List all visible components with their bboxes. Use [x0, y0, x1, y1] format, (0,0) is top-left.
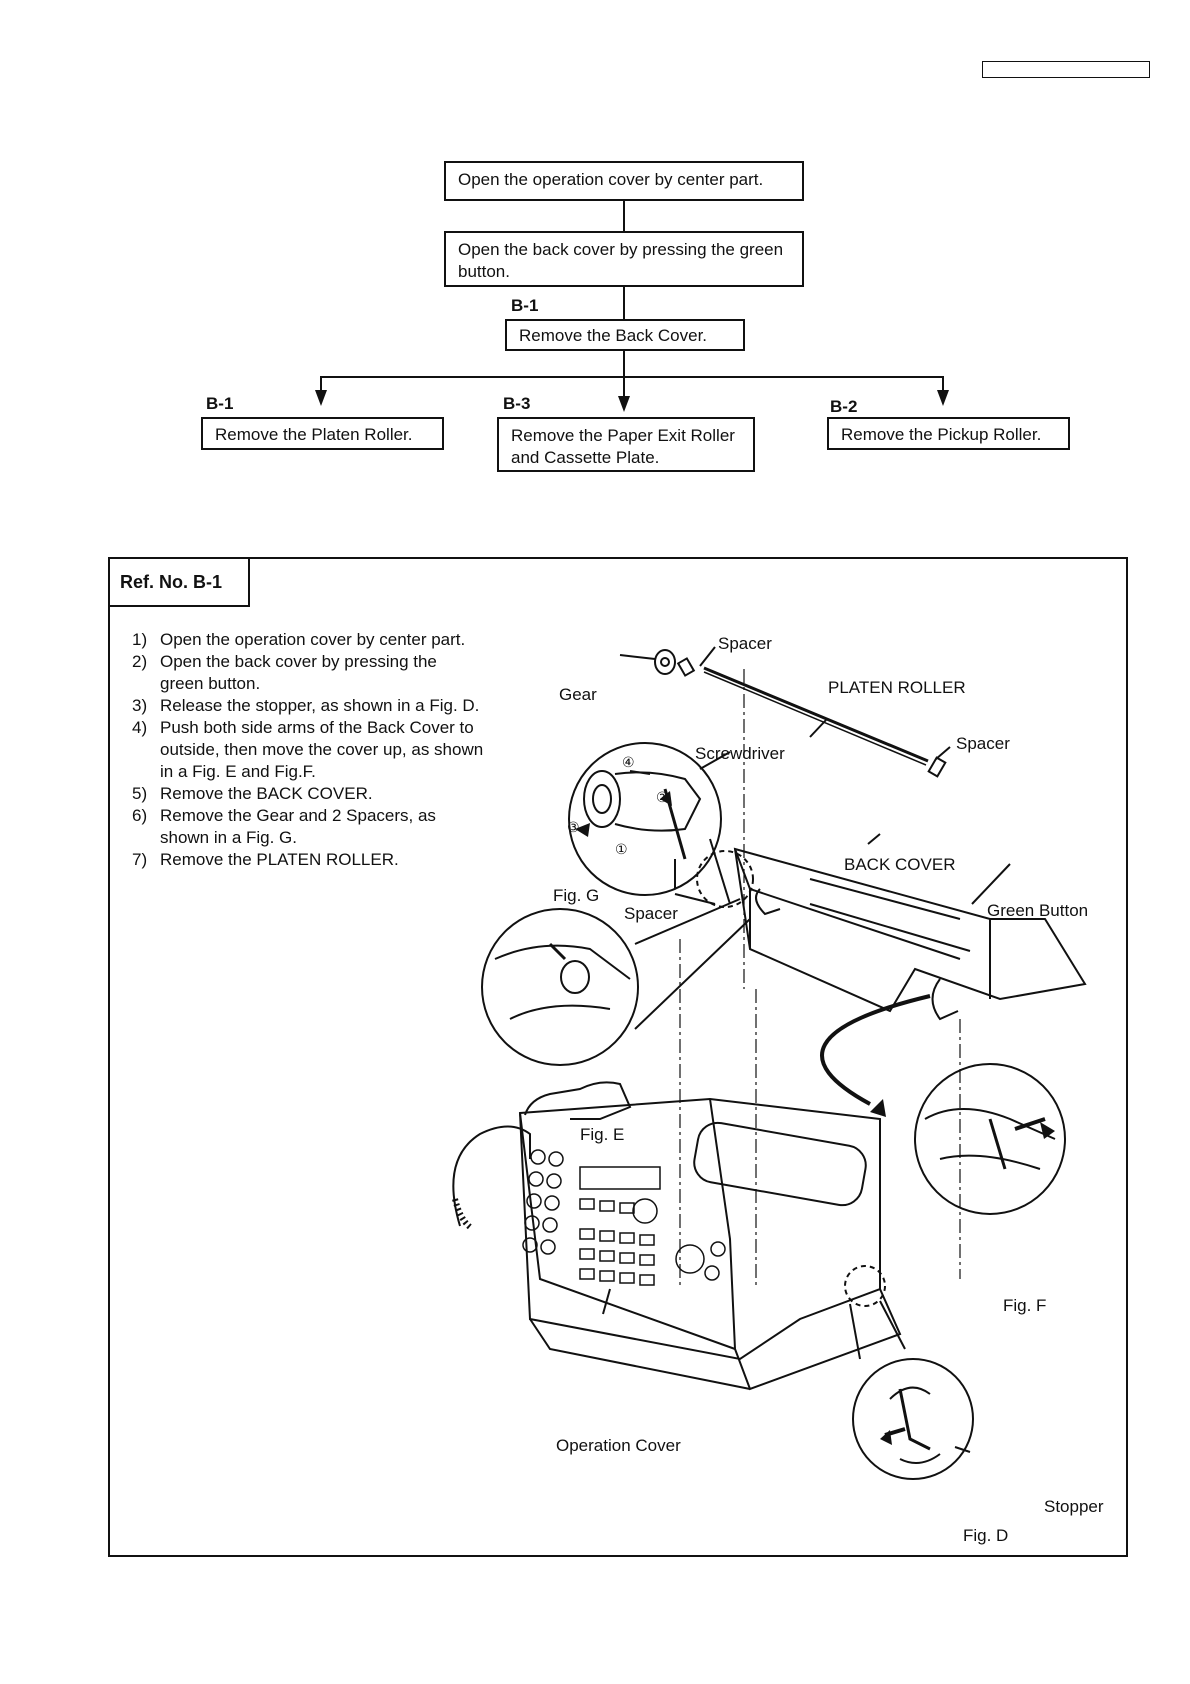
flow-branch-line	[320, 376, 943, 378]
side-arm-left	[755, 888, 781, 916]
label-spacer-right: Spacer	[956, 734, 1010, 753]
flow-ref-center: B-3	[503, 394, 531, 413]
procedure-step: 3)Release the stopper, as shown in a Fig…	[132, 696, 480, 715]
procedure-step: 6)Remove the Gear and 2 Spacers, as show…	[132, 806, 436, 847]
procedure-steps: 1)Open the operation cover by center par…	[132, 629, 540, 871]
label-gear: Gear	[559, 685, 597, 704]
label-spacer-top: Spacer	[718, 634, 772, 653]
label-fig-e: Fig. E	[580, 1125, 625, 1144]
back-cover-shape	[733, 847, 1087, 1013]
label-circ2: ②	[656, 789, 669, 805]
fig-g-detail-circle	[568, 742, 722, 896]
flow-box-platen-roller: Remove the Platen Roller.	[201, 417, 444, 450]
flow-arrow-right	[937, 390, 949, 406]
flow-connector	[623, 287, 625, 319]
label-circ1: ①	[615, 841, 628, 857]
flow-connector	[623, 201, 625, 231]
label-green-button: Green Button	[987, 901, 1089, 920]
flow-ref-b1: B-1	[511, 296, 539, 315]
label-spacer-bottom: Spacer	[624, 904, 678, 923]
label-fig-d: Fig. D	[963, 1526, 1009, 1545]
disassembly-illustration	[452, 646, 1087, 1480]
flow-arrow-center	[618, 396, 630, 412]
label-circ4: ④	[622, 754, 635, 770]
ref-number-label: Ref. No. B-1	[110, 559, 250, 607]
flow-step-open-back-cover: Open the back cover by pressing the gree…	[444, 231, 804, 287]
label-stopper: Stopper	[1044, 1497, 1104, 1516]
flow-connector	[623, 351, 625, 396]
flow-branch-right	[942, 376, 944, 390]
label-screwdriver: Screwdriver	[695, 744, 785, 763]
label-platen-roller: PLATEN ROLLER	[828, 678, 966, 697]
fig-e-detail-circle	[481, 908, 639, 1066]
platen-roller-shaft	[703, 666, 929, 763]
side-arm-right	[931, 978, 959, 1021]
label-circ3: ③	[567, 819, 580, 835]
flow-ref-right: B-2	[830, 397, 858, 416]
ref-panel: Ref. No. B-1 1)Open the operation cover …	[108, 557, 1128, 1557]
procedure-step: 4)Push both side arms of the Back Cover …	[132, 718, 484, 781]
fig-d-detail-circle	[852, 1358, 974, 1480]
spacer-icon	[676, 657, 696, 677]
label-operation-cover: Operation Cover	[556, 1436, 681, 1455]
flow-ref-left: B-1	[206, 394, 234, 413]
label-fig-f: Fig. F	[1003, 1296, 1047, 1315]
procedure-step: 7)Remove the PLATEN ROLLER.	[132, 850, 399, 869]
flow-branch-left	[320, 376, 322, 390]
flow-box-pickup-roller: Remove the Pickup Roller.	[827, 417, 1070, 450]
label-fig-g: Fig. G	[553, 886, 600, 905]
flow-step-remove-back-cover: Remove the Back Cover.	[505, 319, 745, 351]
fig-f-detail-circle	[914, 1063, 1066, 1215]
handset	[524, 1081, 632, 1120]
header-page-box	[982, 61, 1150, 78]
procedure-step: 1)Open the operation cover by center par…	[132, 630, 466, 649]
spacer-icon	[927, 756, 947, 778]
flow-arrow-left	[315, 390, 327, 406]
flow-step-open-operation-cover: Open the operation cover by center part.	[444, 161, 804, 201]
fax-body	[518, 1097, 881, 1361]
flow-box-paper-exit-roller: Remove the Paper Exit Roller and Cassett…	[497, 417, 755, 472]
procedure-step: 5)Remove the BACK COVER.	[132, 784, 373, 803]
gear-icon	[654, 649, 676, 675]
procedure-step: 2)Open the back cover by pressing the gr…	[132, 652, 437, 693]
label-back-cover: BACK COVER	[844, 855, 956, 874]
